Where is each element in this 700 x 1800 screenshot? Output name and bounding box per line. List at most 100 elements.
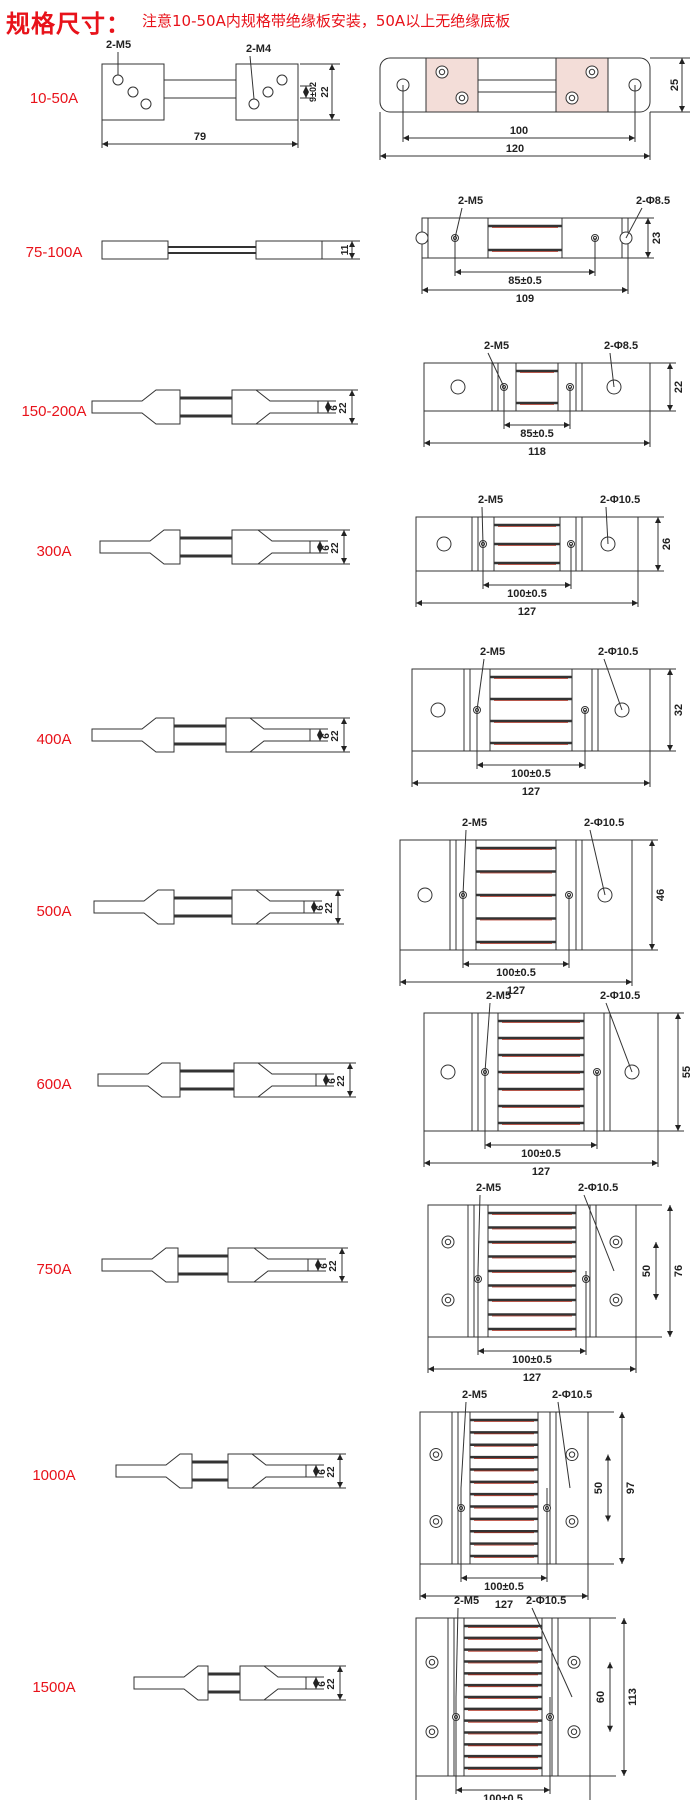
dim-outer-arrow-left: [416, 600, 422, 606]
length-dim-arrow-right: [292, 141, 298, 147]
hole-label: 2-Φ10.5: [600, 494, 640, 506]
width-value: 22: [330, 730, 341, 742]
mount-hole: [415, 231, 429, 245]
length-value: 79: [194, 131, 206, 143]
height-outer-dim-arrow-top: [619, 1412, 625, 1418]
hole-label: 2-Φ10.5: [600, 990, 640, 1002]
dim-inner-value: 100±0.5: [507, 588, 547, 600]
dim-inner-arrow-left: [478, 1348, 484, 1354]
right-lug: [227, 1247, 309, 1283]
m5-leader: [481, 506, 484, 545]
mount-hole-inner: [432, 1451, 440, 1458]
height-dim-arrow-bottom: [679, 106, 685, 112]
terminal-screw-inner: [568, 94, 576, 102]
dim-inner-value: 85±0.5: [520, 428, 554, 440]
hole-label: 2-Φ10.5: [578, 1182, 618, 1194]
dim-inner-arrow-left: [403, 135, 409, 141]
width-dim-arrow-top: [339, 1248, 345, 1254]
dim-inner-arrow-right: [579, 762, 585, 768]
thick-value: 6: [321, 545, 332, 551]
dim-outer-arrow-left: [428, 1366, 434, 1372]
width-value: 22: [326, 1466, 337, 1478]
height-outer-value: 97: [625, 1482, 637, 1494]
dim-inner-arrow-right: [541, 1575, 547, 1581]
hole2-leader: [249, 55, 255, 100]
height-dim-arrow-bottom: [645, 252, 651, 258]
thick-dim-arrow-top: [313, 1677, 319, 1683]
dim-inner-arrow-left: [463, 961, 469, 967]
dim-outer-value: 120: [506, 143, 524, 155]
dim-inner-arrow-right: [563, 961, 569, 967]
width-dim-arrow-bottom: [337, 1482, 343, 1488]
row-label-750a: 750A: [36, 1261, 72, 1278]
dim-inner-value: 85±0.5: [508, 275, 542, 287]
height-dim-arrow-bottom: [649, 944, 655, 950]
thick-value: 6: [329, 405, 340, 411]
dim-inner-arrow-left: [455, 269, 461, 275]
left-terminal: [101, 240, 169, 260]
dim-inner-arrow-left: [456, 1787, 462, 1793]
width-dim-arrow-top: [337, 1666, 343, 1672]
width-value: 22: [326, 1678, 337, 1690]
left-lug: [91, 389, 181, 425]
hole-leader: [583, 1194, 615, 1272]
m5-label: 2-M5: [484, 340, 509, 352]
width-dim-arrow-bottom: [341, 746, 347, 752]
height-dim-arrow-bottom: [655, 565, 661, 571]
width-value: 22: [324, 902, 335, 914]
side-view-3: 622: [99, 529, 350, 565]
mount-hole-inner: [568, 1451, 576, 1458]
right-lug: [231, 889, 305, 925]
row-label-500a: 500A: [36, 903, 72, 920]
thick-value: 6: [321, 733, 332, 739]
side-view-4: 622: [91, 717, 350, 753]
width-dim-arrow-bottom: [349, 253, 355, 259]
height-value: 25: [669, 79, 681, 91]
width-dim-arrow-top: [329, 64, 335, 70]
left-lug: [101, 1247, 179, 1283]
thick-dim-arrow-top: [303, 86, 309, 92]
dim-inner-arrow-right: [564, 422, 570, 428]
width-value: 22: [330, 542, 341, 554]
height-value: 23: [651, 232, 663, 244]
hole-label: 2-Φ10.5: [598, 646, 638, 658]
hole1-label: 2-M5: [106, 39, 131, 51]
dim-outer-arrow-right: [652, 1160, 658, 1166]
dim-inner-value: 100±0.5: [496, 967, 536, 979]
mount-hole: [440, 1064, 456, 1080]
mount-hole-inner: [444, 1238, 452, 1246]
height-dim-arrow-bottom: [667, 745, 673, 751]
height-inner-dim-arrow-bottom: [653, 1294, 659, 1301]
dim-outer-arrow-left: [380, 153, 386, 159]
m5-leader: [487, 352, 505, 388]
base-plate: [411, 668, 651, 752]
m5-leader: [476, 658, 485, 711]
dim-outer-arrow-right: [644, 780, 650, 786]
thick-dim-arrow-bottom: [311, 907, 317, 913]
width-dim-arrow-bottom: [339, 1276, 345, 1282]
width-value: 11: [340, 244, 351, 255]
row-label-1500a: 1500A: [32, 1679, 76, 1696]
dim-outer-arrow-right: [644, 440, 650, 446]
mount-hole-inner: [444, 1296, 452, 1304]
hole-label: 2-Φ8.5: [636, 195, 670, 207]
m5-leader: [455, 1607, 459, 1698]
left-terminal-block: [425, 57, 479, 113]
dim-inner-value: 100±0.5: [484, 1581, 524, 1593]
dim-inner-value: 100±0.5: [512, 1354, 552, 1366]
m5-hole: [112, 74, 124, 86]
mount-hole-inner: [428, 1659, 436, 1666]
m5-leader: [454, 207, 463, 239]
dim-outer-value: 118: [528, 446, 546, 458]
height-inner-dim-arrow-top: [605, 1454, 611, 1461]
height-dim-arrow-top: [679, 58, 685, 64]
height-value: 26: [661, 538, 673, 550]
dim-outer-value: 127: [522, 786, 540, 798]
m5-label: 2-M5: [462, 1389, 487, 1401]
